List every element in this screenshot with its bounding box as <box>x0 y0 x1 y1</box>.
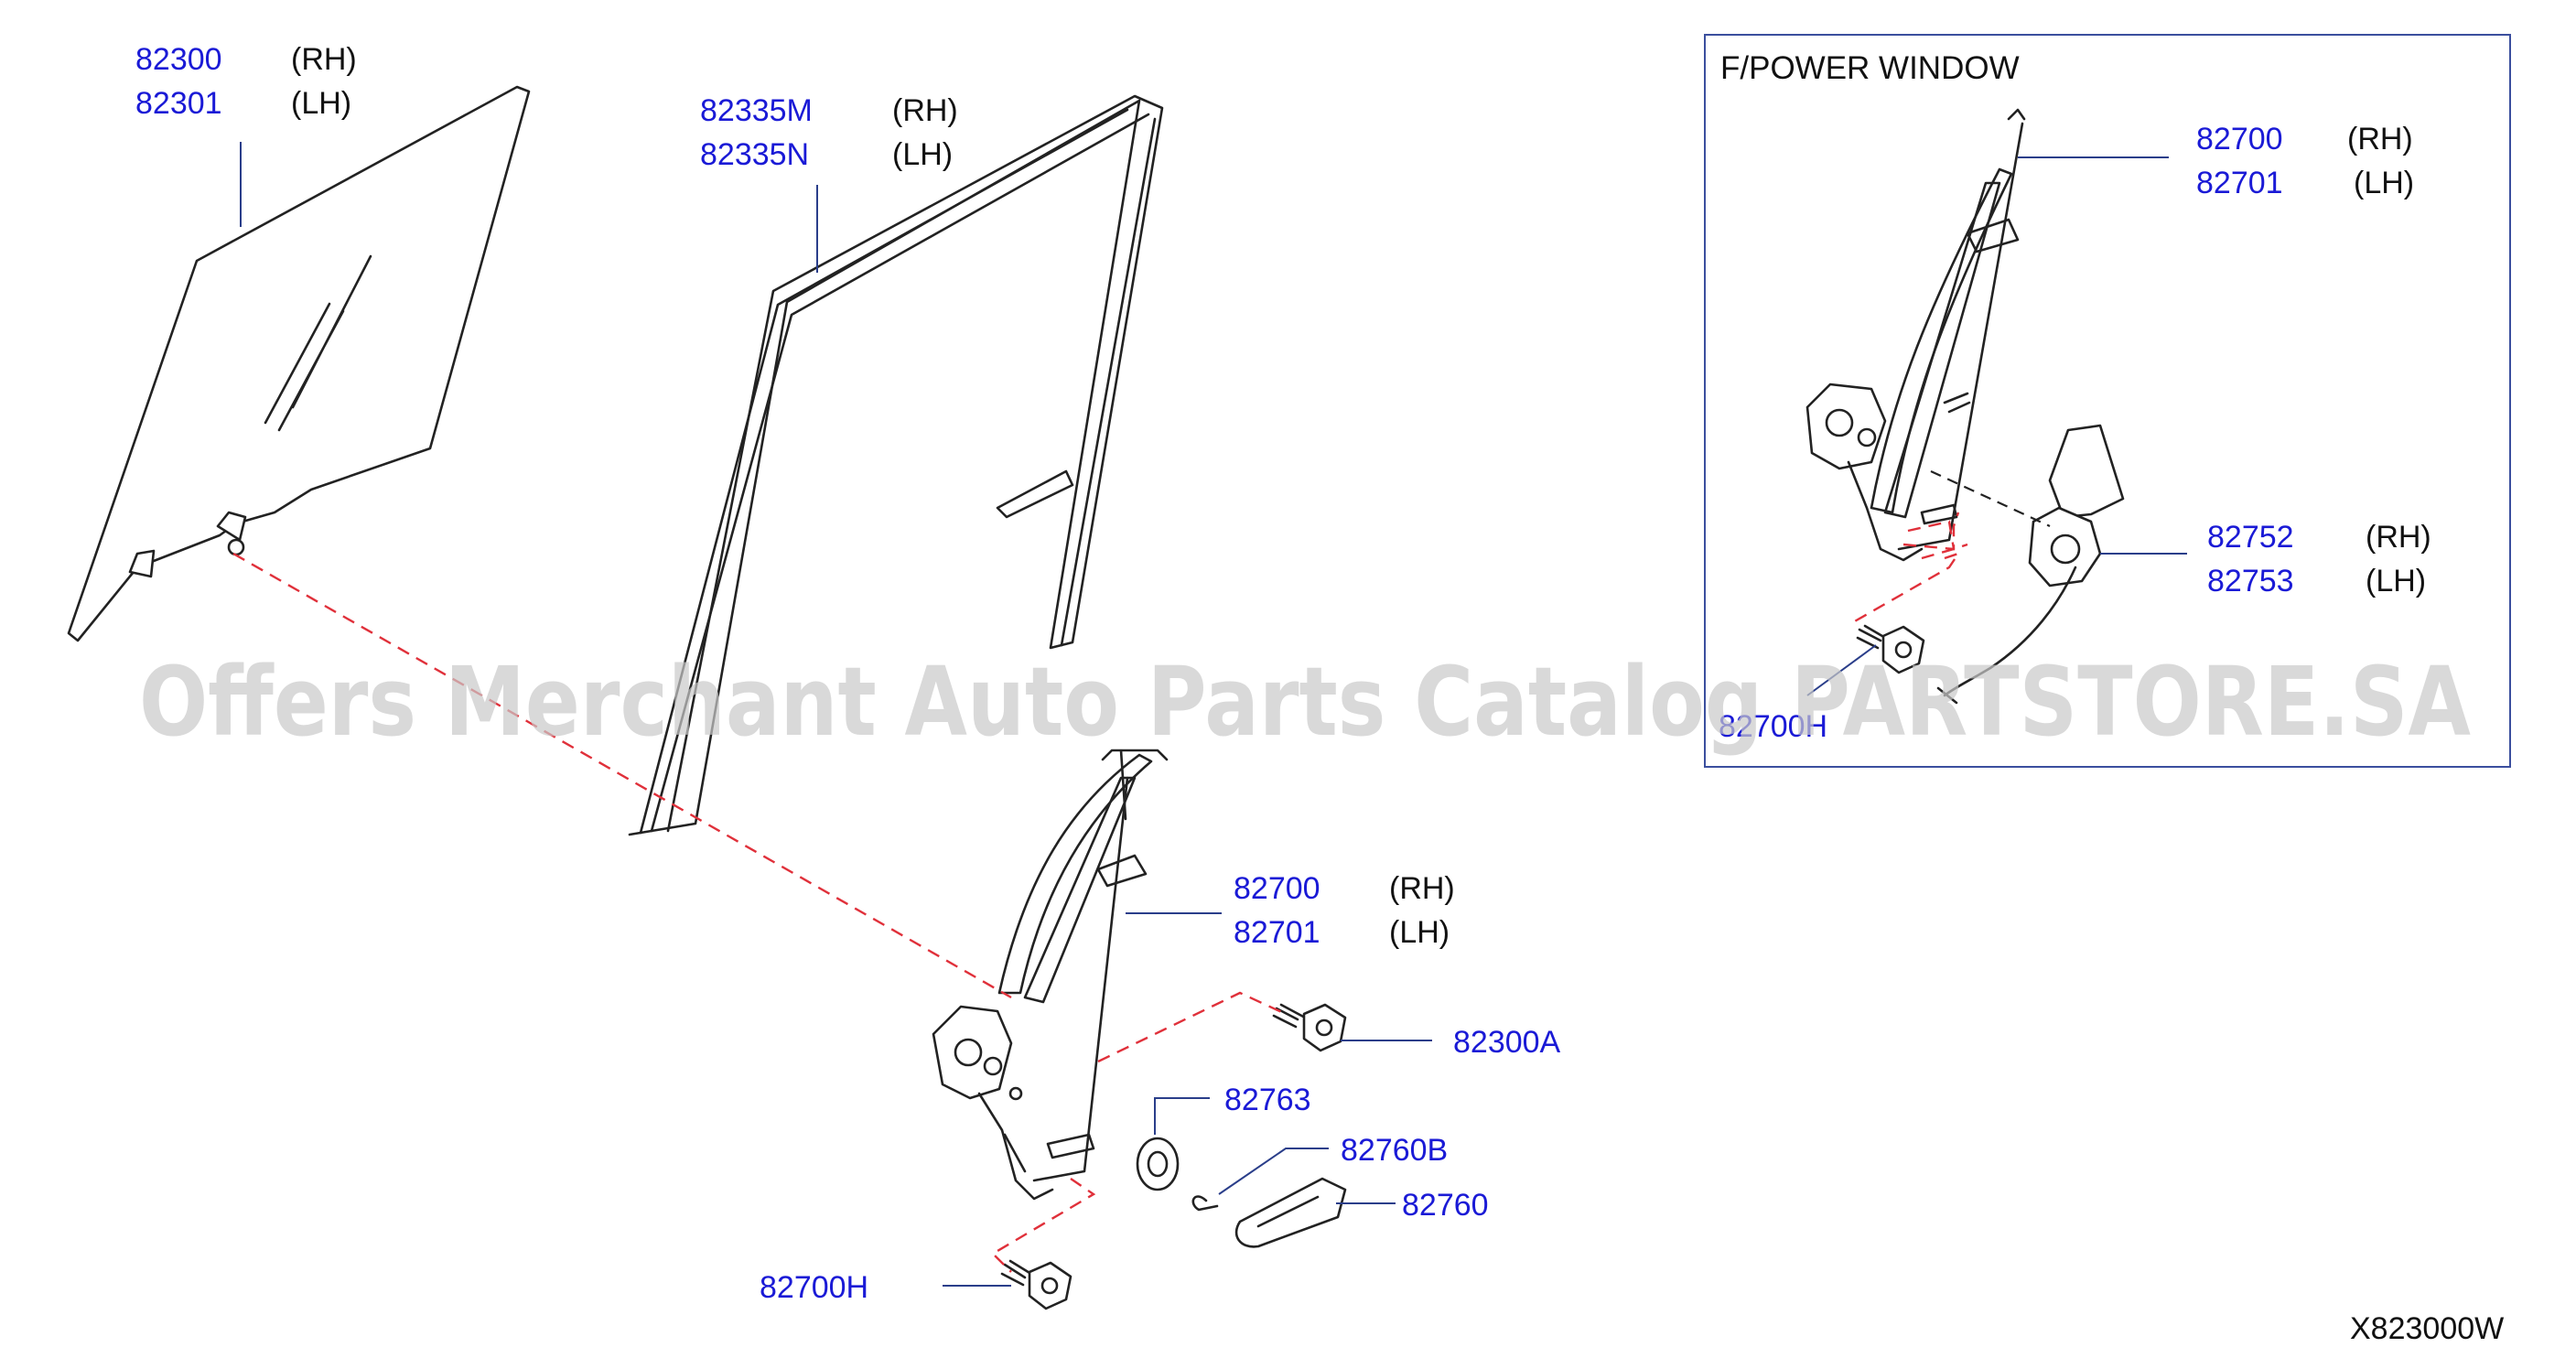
inset-bolt <box>1856 624 1925 674</box>
door-glass <box>67 85 531 642</box>
side-rh: (RH) <box>2366 520 2431 555</box>
side-lh: (LH) <box>1389 915 1450 950</box>
glass-run-sash <box>628 94 1164 836</box>
side-lh: (LH) <box>291 86 351 121</box>
label-sash: 82335M (RH) 82335N (LH) <box>700 93 958 172</box>
side-lh: (LH) <box>892 137 953 172</box>
washer-82763 <box>1136 1137 1180 1191</box>
part-number-82760b: 82760B <box>1341 1133 1448 1168</box>
leader-lines <box>240 142 1432 1287</box>
part-number-82700: 82700 <box>1234 871 1320 906</box>
part-number-82335n: 82335N <box>700 137 809 172</box>
window-regulator <box>932 749 1169 1201</box>
part-number-82760: 82760 <box>1402 1188 1489 1223</box>
bolt-82300a <box>1272 1003 1347 1052</box>
inset-window-motor <box>1936 424 2125 705</box>
part-number-82301: 82301 <box>135 86 222 121</box>
part-number-82752: 82752 <box>2207 520 2294 555</box>
part-number-82700: 82700 <box>2196 122 2283 156</box>
inset-frame <box>1704 34 2511 768</box>
part-number-82300: 82300 <box>135 42 222 77</box>
inset-dash-lines <box>1852 470 2051 624</box>
side-rh: (RH) <box>892 93 958 128</box>
part-number-82753: 82753 <box>2207 564 2294 598</box>
side-lh: (LH) <box>2366 564 2426 598</box>
assembly-dash-lines <box>232 552 1287 1273</box>
label-regulator: 82700 (RH) 82701 (LH) <box>1234 871 1455 950</box>
part-number-82701: 82701 <box>2196 166 2283 200</box>
inset-title: F/POWER WINDOW <box>1720 50 2020 86</box>
label-inset-regulator: 82700 (RH) 82701 (LH) <box>2196 122 2414 200</box>
clip-82760b <box>1191 1195 1219 1212</box>
side-rh: (RH) <box>2347 122 2413 156</box>
side-rh: (RH) <box>291 42 357 77</box>
part-number-inset-82700h: 82700H <box>1719 709 1827 744</box>
watermark-text: Offers Merchant Auto Parts Catalog PARTS… <box>139 646 2471 758</box>
handle-82760 <box>1234 1177 1347 1248</box>
part-number-82300a: 82300A <box>1453 1025 1561 1060</box>
side-rh: (RH) <box>1389 871 1455 906</box>
inset-power-regulator <box>1805 108 2026 562</box>
bolt-82700h <box>1000 1259 1072 1310</box>
inset-leader-lines <box>1806 156 2187 696</box>
part-number-82700h: 82700H <box>760 1270 868 1305</box>
part-number-82701: 82701 <box>1234 915 1320 950</box>
label-glass: 82300 (RH) 82301 (LH) <box>135 42 357 121</box>
figure-code: X823000W <box>2350 1311 2504 1346</box>
part-number-82763: 82763 <box>1224 1083 1311 1117</box>
label-motor: 82752 (RH) 82753 (LH) <box>2207 520 2431 598</box>
part-number-82335m: 82335M <box>700 93 813 128</box>
side-lh: (LH) <box>2354 166 2414 200</box>
